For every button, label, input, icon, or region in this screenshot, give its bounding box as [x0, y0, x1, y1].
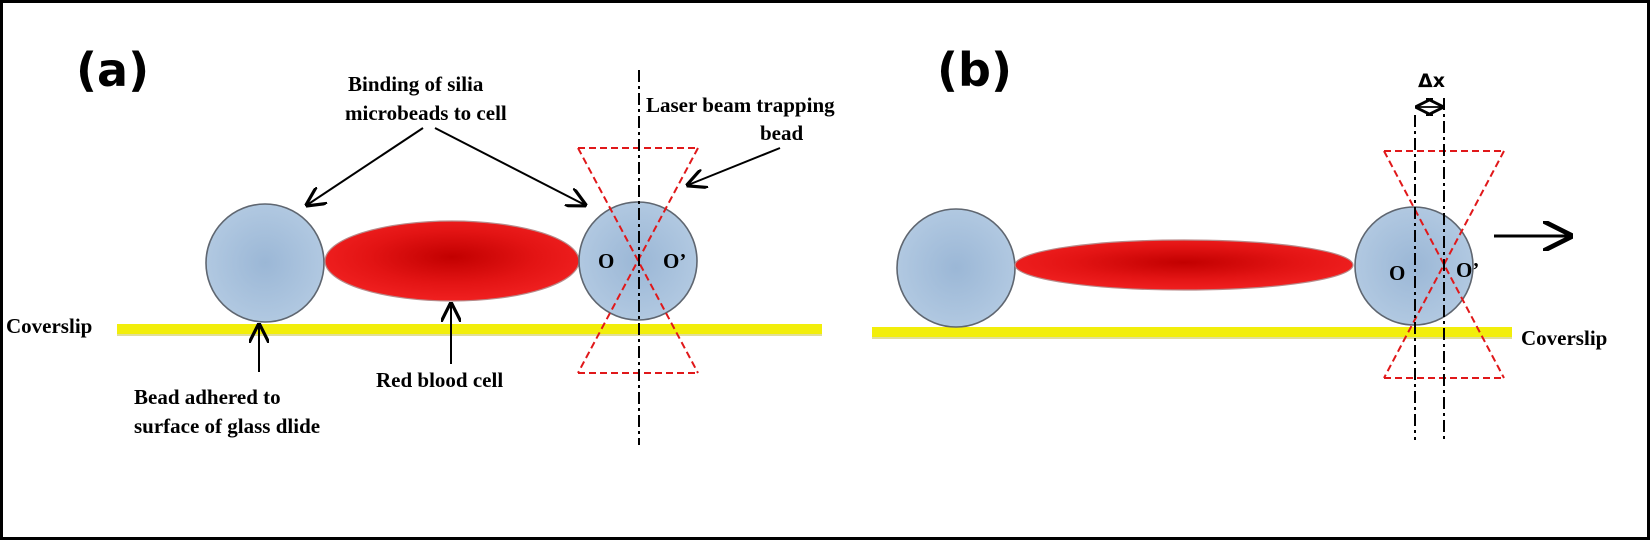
- red-blood-cell-b: [1014, 239, 1354, 291]
- adhered-bead: [205, 203, 325, 323]
- bead-adhered-label-line2: surface of glass dlide: [134, 414, 320, 438]
- coverslip-b: [872, 327, 1512, 337]
- laser-arrow: [688, 147, 781, 185]
- panel-b: (b) Coverslip Δx O O’: [872, 43, 1607, 440]
- binding-label-line2: microbeads to cell: [345, 101, 507, 125]
- origin-o-prime-b: O’: [1456, 258, 1479, 282]
- delta-x-label: Δx: [1418, 70, 1445, 92]
- origin-o-prime-a: O’: [663, 249, 686, 273]
- coverslip-a: [117, 324, 822, 334]
- laser-label-line1: Laser beam trapping: [646, 93, 835, 117]
- binding-arrow-right: [434, 127, 585, 205]
- laser-label-line2: bead: [760, 121, 804, 145]
- panel-a: (a) Coverslip O O’ Binding of silia micr…: [6, 43, 835, 445]
- bead-adhered-label-line1: Bead adhered to: [134, 385, 281, 409]
- origin-o-b: O: [1389, 261, 1405, 285]
- panel-b-label: (b): [937, 43, 1012, 97]
- coverslip-label-b: Coverslip: [1521, 326, 1607, 350]
- rbc-label: Red blood cell: [376, 368, 503, 392]
- binding-label-line1: Binding of silia: [348, 72, 484, 96]
- red-blood-cell-a: [324, 220, 580, 302]
- coverslip-label-a: Coverslip: [6, 314, 92, 338]
- origin-o-a: O: [598, 249, 614, 273]
- panel-a-label: (a): [76, 43, 149, 97]
- binding-arrow-left: [307, 127, 424, 205]
- adhered-bead-b: [896, 208, 1016, 328]
